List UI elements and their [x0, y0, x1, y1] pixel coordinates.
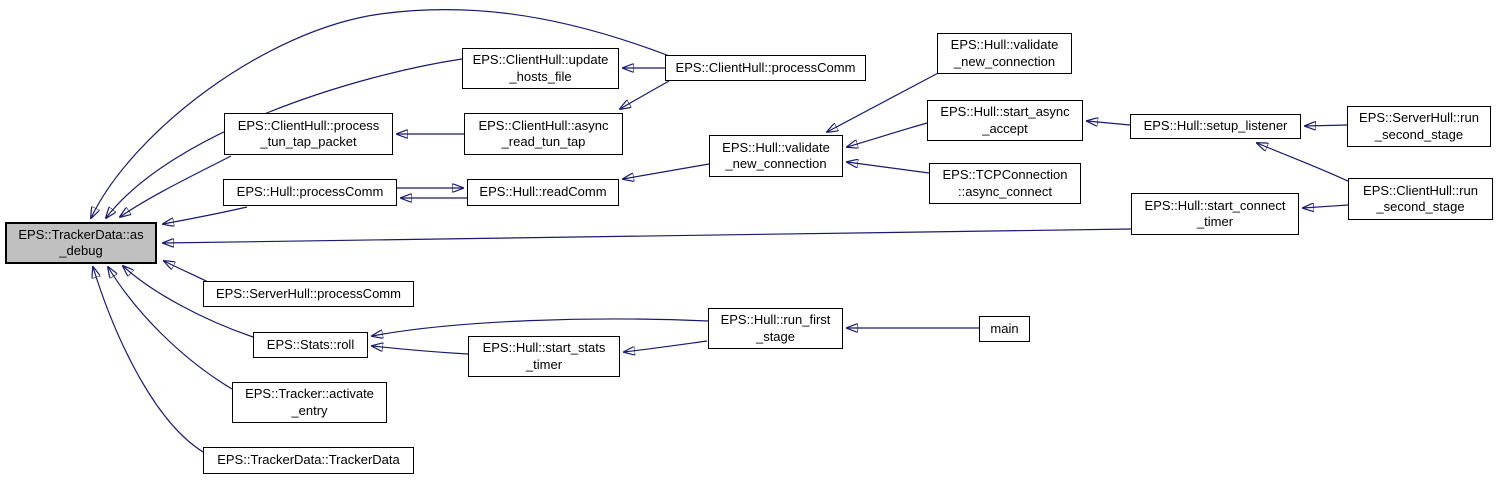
node-hull-readcomm[interactable]: EPS::Hull::readComm	[467, 179, 619, 206]
edge-clienthull-run-second-stage-to-hull-setup-listener	[1257, 143, 1353, 184]
node-trackerdata-as-debug: EPS::TrackerData::as _debug	[5, 222, 157, 264]
node-hull-start-stats-timer[interactable]: EPS::Hull::start_stats _timer	[468, 336, 620, 377]
node-clienthull-run-second-stage[interactable]: EPS::ClientHull::run _second_stage	[1348, 178, 1493, 220]
edge-trackerdata-trackerdata-to-as-debug	[93, 267, 204, 453]
node-tracker-activate-entry[interactable]: EPS::Tracker::activate _entry	[232, 382, 387, 423]
edge-serverhull-run-second-stage-to-hull-setup-listener	[1305, 125, 1348, 126]
edge-hull-setup-listener-to-hull-start-async-accept	[1087, 121, 1131, 125]
node-tcpconnection-async-connect[interactable]: EPS::TCPConnection ::async_connect	[929, 163, 1081, 204]
node-clienthull-process-tun-tap-packet[interactable]: EPS::ClientHull::process _tun_tap_packet	[224, 113, 393, 155]
edge-clienthull-process-tun-tap-packet-to-as-debug	[120, 155, 232, 217]
edge-hull-start-connect-timer-to-as-debug	[163, 228, 1132, 243]
node-hull-setup-listener[interactable]: EPS::Hull::setup_listener	[1130, 114, 1301, 139]
edge-clienthull-processcomm-to-clienthull-async-read-tun-tap	[620, 80, 670, 109]
node-stats-roll[interactable]: EPS::Stats::roll	[253, 332, 368, 358]
edge-hull-start-stats-timer-to-stats-roll	[372, 346, 469, 355]
edge-serverhull-processcomm-to-as-debug	[164, 261, 209, 283]
edge-clienthull-run-second-stage-to-hull-start-connect-timer	[1303, 205, 1349, 208]
node-serverhull-run-second-stage[interactable]: EPS::ServerHull::run _second_stage	[1347, 106, 1491, 147]
node-clienthull-update-hosts-file[interactable]: EPS::ClientHull::update _hosts_file	[462, 48, 619, 89]
edge-hull-validate-new-connection-lower-to-hull-readcomm	[623, 163, 710, 179]
node-hull-processcomm[interactable]: EPS::Hull::processComm	[223, 179, 397, 206]
node-hull-start-async-accept[interactable]: EPS::Hull::start_async _accept	[927, 100, 1083, 141]
node-main[interactable]: main	[979, 316, 1030, 342]
node-hull-validate-new-connection-lower[interactable]: EPS::Hull::validate _new_connection	[709, 135, 843, 177]
node-clienthull-processcomm[interactable]: EPS::ClientHull::processComm	[665, 55, 866, 81]
node-hull-validate-new-connection-upper[interactable]: EPS::Hull::validate _new_connection	[937, 33, 1072, 74]
edge-hull-run-first-stage-to-hull-start-stats-timer	[624, 340, 708, 352]
edge-hull-run-first-stage-to-stats-roll	[372, 318, 709, 336]
edge-tcpconnection-async-connect-to-hull-validate-new-connection-lower	[847, 162, 930, 174]
node-clienthull-async-read-tun-tap[interactable]: EPS::ClientHull::async _read_tun_tap	[464, 113, 623, 155]
node-serverhull-processcomm[interactable]: EPS::ServerHull::processComm	[203, 281, 414, 307]
edge-hull-start-async-accept-to-hull-validate-new-connection-lower	[847, 122, 928, 147]
node-hull-run-first-stage[interactable]: EPS::Hull::run_first _stage	[708, 308, 843, 349]
node-hull-start-connect-timer[interactable]: EPS::Hull::start_connect _timer	[1131, 193, 1299, 235]
edge-hull-processcomm-to-as-debug	[163, 206, 248, 224]
node-trackerdata-trackerdata[interactable]: EPS::TrackerData::TrackerData	[203, 447, 414, 474]
